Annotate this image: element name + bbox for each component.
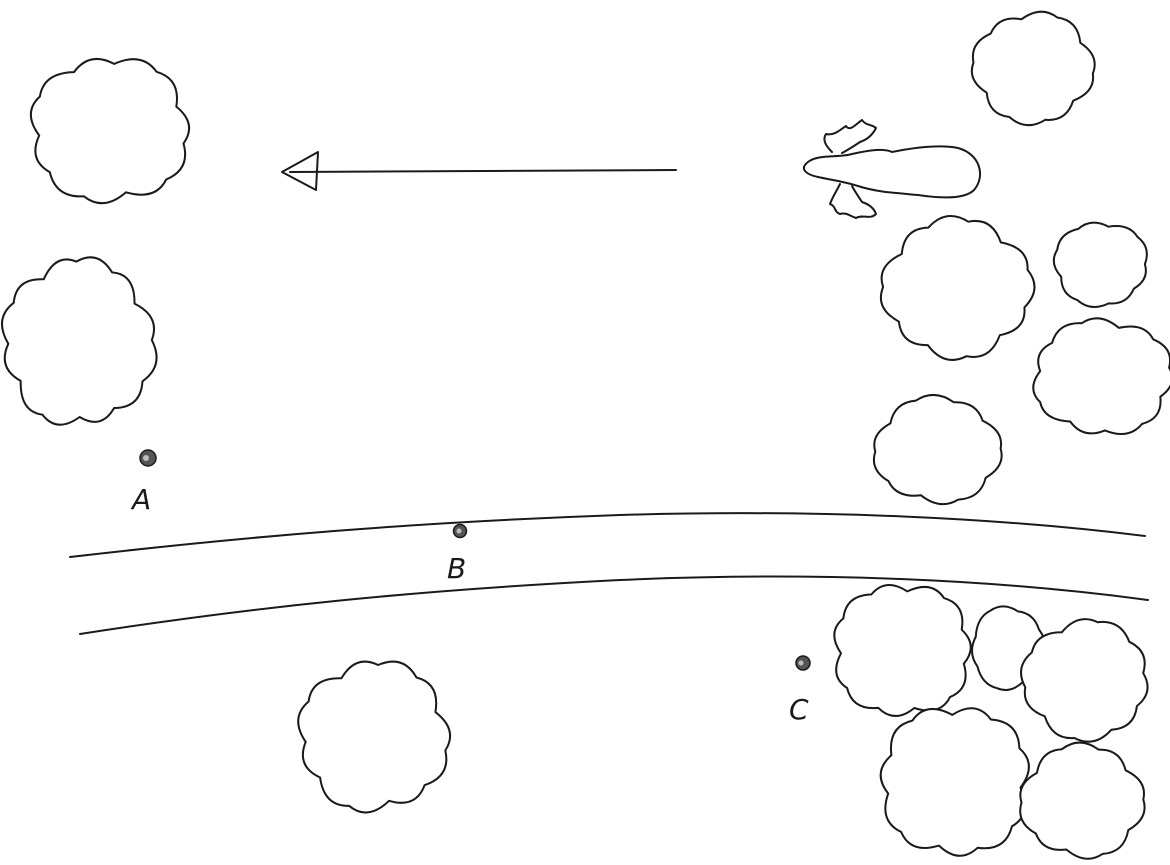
bush-icon: [1, 256, 158, 426]
animal-body: [802, 145, 982, 199]
bush-icon: [879, 215, 1036, 361]
bush-icon: [1020, 618, 1149, 743]
bush-icon: [833, 584, 972, 717]
point-b-label: B: [447, 552, 467, 585]
point-b-marker: [452, 523, 468, 539]
bush-icon: [872, 393, 1003, 506]
bush-icon: [970, 10, 1096, 127]
animal-rear-leg: [829, 183, 877, 219]
point-a-label: A: [132, 483, 152, 516]
bushes: [1, 10, 1170, 860]
arrow-shaft: [289, 169, 677, 173]
bush-icon: [1052, 221, 1148, 308]
animal-top-view-icon: [802, 119, 982, 219]
arrow-left-icon: [281, 151, 319, 191]
point-c-label: C: [789, 693, 809, 726]
road-lower-edge: [79, 575, 1149, 635]
points: [139, 449, 811, 671]
bush-icon: [879, 707, 1030, 857]
bush-icon: [1032, 317, 1170, 436]
point-a-marker: [139, 449, 157, 467]
bush-icon: [297, 660, 452, 814]
road-upper-edge: [69, 512, 1146, 558]
bush-icon: [29, 57, 191, 205]
animal-front-leg: [823, 119, 877, 154]
direction-arrow: [281, 151, 677, 191]
point-c-marker: [795, 655, 811, 671]
road: [69, 512, 1149, 635]
bush-icon: [1019, 741, 1146, 860]
